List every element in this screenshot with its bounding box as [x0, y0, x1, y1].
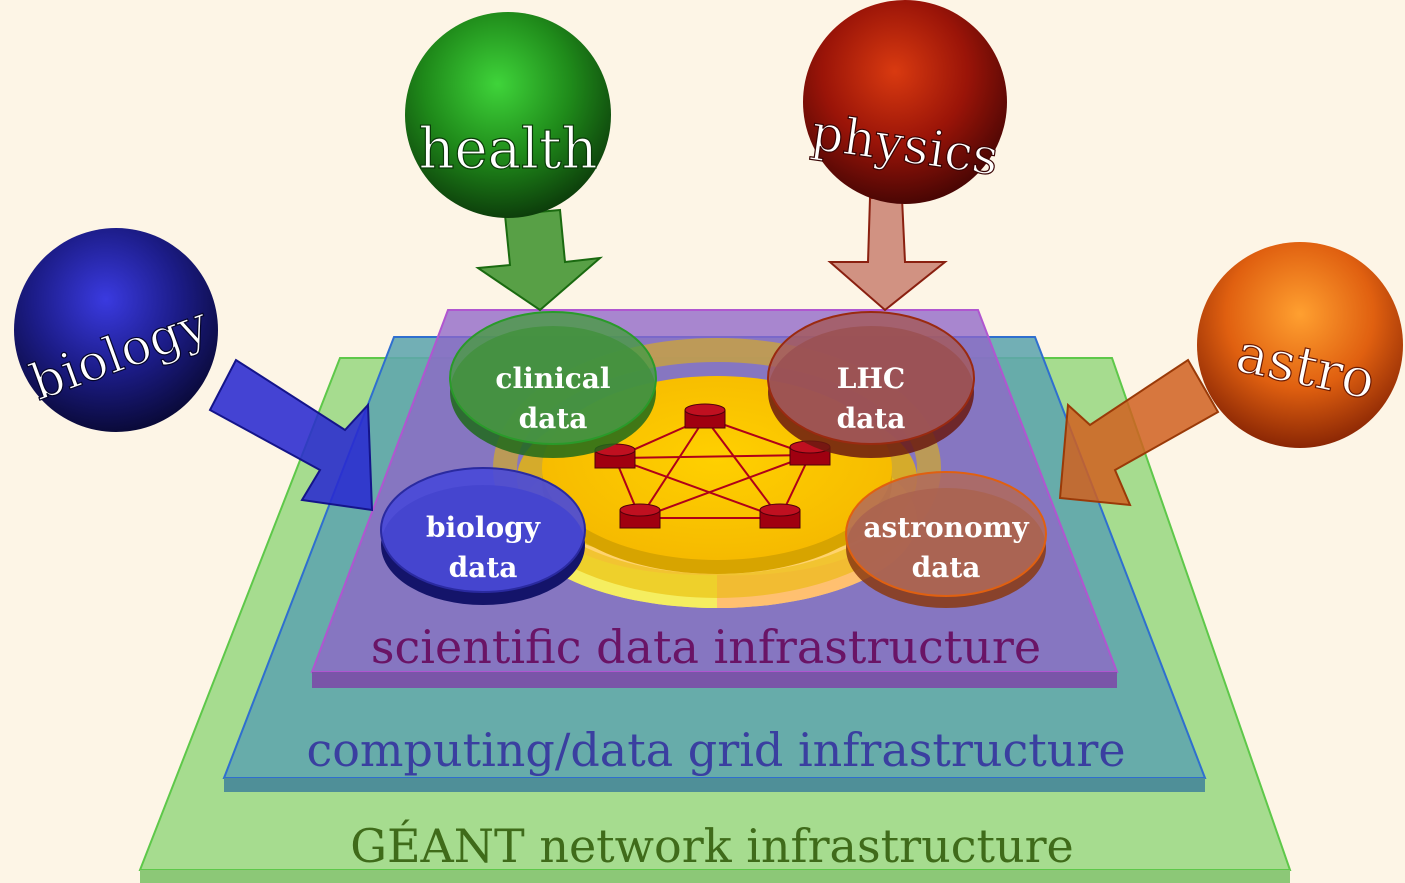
data-node — [759, 503, 801, 529]
physics-arrow — [827, 197, 948, 312]
biology-data-disc: biology data — [380, 467, 586, 605]
astro-sphere: astro — [1197, 242, 1403, 448]
physics-sphere: physics — [803, 0, 1007, 204]
scientific-layer-label: scientific data infrastructure — [371, 620, 1041, 674]
astronomy-data-disc: astronomy data — [845, 471, 1047, 608]
biology-arrow — [208, 358, 374, 512]
grid-layer-label: computing/data grid infrastructure — [306, 723, 1125, 777]
biology-data-label-line1: biology — [426, 511, 541, 544]
lhc-data-label-line2: data — [837, 402, 906, 435]
biology-sphere: biology — [14, 228, 218, 432]
lhc-data-label-line1: LHC — [837, 362, 905, 395]
health-sphere: health — [405, 12, 611, 218]
clinical-data-disc: clinical data — [449, 311, 657, 458]
astronomy-data-label-line2: data — [912, 551, 981, 584]
biology-data-label-line2: data — [449, 551, 518, 584]
astro-arrow — [1058, 358, 1220, 507]
clinical-data-label-line2: data — [519, 402, 588, 435]
data-node — [619, 503, 661, 529]
data-node — [684, 403, 726, 429]
health-label: health — [418, 117, 597, 182]
lhc-data-disc: LHC data — [767, 311, 975, 458]
health-arrow — [475, 208, 604, 312]
network-layer-label: GÉANT network infrastructure — [350, 818, 1074, 873]
astronomy-data-label-line1: astronomy — [863, 511, 1029, 544]
clinical-data-label-line1: clinical — [495, 362, 610, 395]
